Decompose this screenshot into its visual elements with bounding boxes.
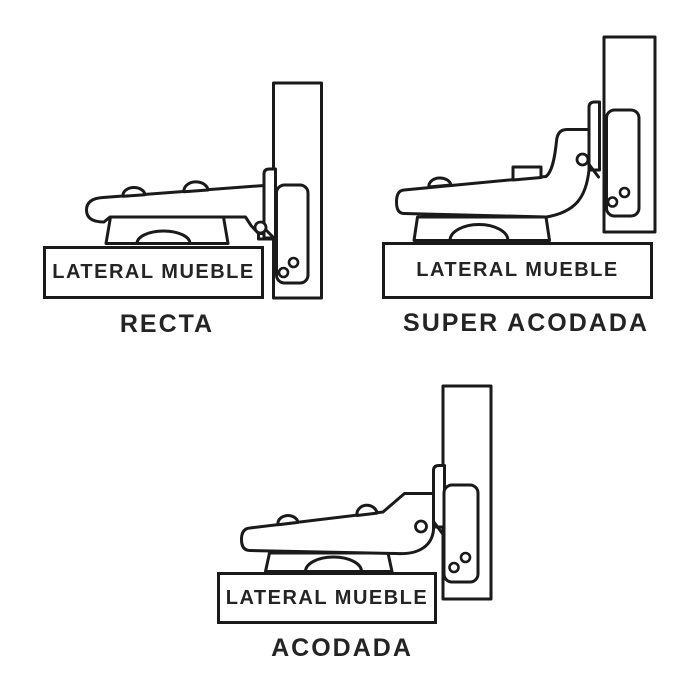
pivot-knuckle xyxy=(253,220,268,235)
cup-dome xyxy=(304,555,363,573)
arm-screw-bump xyxy=(355,503,379,517)
arm-tab xyxy=(587,100,601,172)
cup-dome xyxy=(135,229,192,245)
acodada-hinge-drawing xyxy=(240,384,493,601)
arm-tab xyxy=(432,464,446,529)
lateral-mueble-label: LATERAL MUEBLE xyxy=(225,586,429,609)
arm-hook-line xyxy=(264,228,276,240)
lateral-mueble-box-recta: LATERAL MUEBLE xyxy=(43,246,264,299)
arm-tab xyxy=(262,167,277,240)
plate-screw-hole xyxy=(618,186,631,199)
caption-super-acodada: SUPER ACODADA xyxy=(403,309,649,337)
cup-dome xyxy=(448,223,510,242)
arm-hook-line xyxy=(432,520,445,537)
hinge-drawings-group xyxy=(85,35,657,601)
plate-screw-hole xyxy=(448,561,460,574)
mounting-plate xyxy=(275,183,310,285)
arm-screw-bump xyxy=(276,514,300,527)
plate-screw-hole xyxy=(277,266,290,279)
mounting-plate xyxy=(605,108,641,218)
plate-screw-hole xyxy=(606,196,619,208)
arm-screw-bump xyxy=(182,180,210,194)
pivot-knuckle xyxy=(575,152,590,167)
pivot-knuckle xyxy=(414,519,428,534)
lateral-mueble-label: LATERAL MUEBLE xyxy=(416,259,619,281)
caption-acodada: ACODADA xyxy=(271,634,413,662)
plate-screw-hole xyxy=(287,256,300,269)
arm-step xyxy=(511,165,543,182)
arm-hook-line xyxy=(588,163,600,179)
recta-hinge-drawing xyxy=(85,81,323,300)
arm-screw-bump xyxy=(121,185,147,198)
caption-recta: RECTA xyxy=(119,310,215,338)
lateral-mueble-label: LATERAL MUEBLE xyxy=(52,261,255,283)
hinge-arm xyxy=(395,128,591,219)
super-acodada-hinge-drawing xyxy=(395,35,657,242)
hinge-arm xyxy=(240,492,435,556)
plate-screw-hole xyxy=(459,551,472,564)
lateral-mueble-box-acodada: LATERAL MUEBLE xyxy=(217,572,437,624)
lateral-mueble-box-super-acodada: LATERAL MUEBLE xyxy=(382,242,653,299)
arm-screw-bump xyxy=(427,176,453,189)
